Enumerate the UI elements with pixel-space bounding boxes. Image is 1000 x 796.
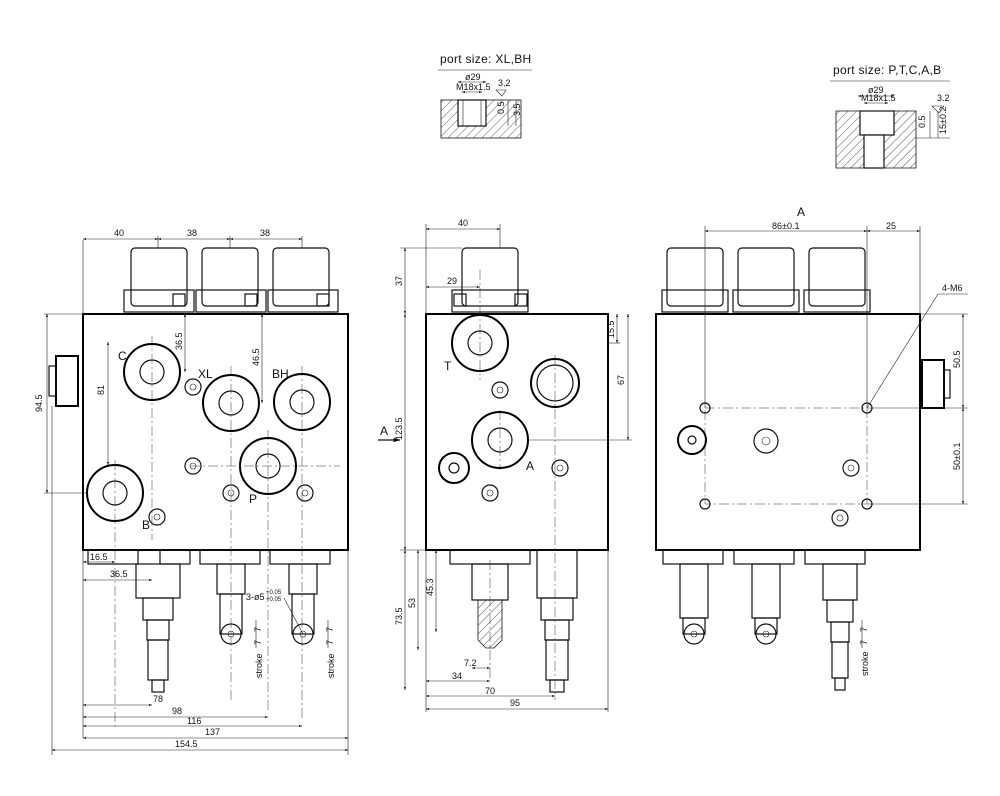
rear-dim-50: 50±0.1 — [952, 443, 962, 470]
side-dim-45-3: 45.3 — [425, 578, 435, 596]
front-dim-98: 98 — [172, 706, 182, 716]
detail-xl-bh-title: port size: XL,BH — [440, 52, 532, 66]
rear-thread: 4-M6 — [942, 283, 963, 293]
detail-ptcab: port size: P,T,C,A,B ø29 M18x1.5 3.2 0.5… — [830, 63, 950, 169]
rear-stroke: stroke — [860, 651, 870, 676]
side-dim-29: 29 — [447, 276, 457, 286]
side-dim-37: 37 — [394, 276, 404, 286]
front-dim-16-5: 16.5 — [90, 552, 108, 562]
label-t: T — [444, 359, 452, 373]
side-dim-73-5: 73.5 — [394, 607, 404, 625]
detail-ptcab-title: port size: P,T,C,A,B — [833, 63, 942, 77]
front-dim-154-5: 154.5 — [175, 739, 198, 749]
label-p: P — [249, 492, 257, 506]
xl-depth-b: 3.5 — [512, 103, 522, 116]
side-dim-15-5: 15.5 — [606, 320, 616, 338]
label-xl: XL — [198, 367, 213, 381]
detail-xl-bh: port size: XL,BH ø29 M18x1.5 3.2 0.5 3.5 — [438, 52, 532, 139]
rear-dim-50-5: 50.5 — [952, 350, 962, 368]
front-pin: 3-ø5 — [246, 592, 265, 602]
side-dim-95: 95 — [510, 698, 520, 708]
front-view: C XL BH P B 40 — [34, 228, 349, 755]
front-stroke-7b: 7 — [253, 640, 263, 645]
side-dim-123-5: 123.5 — [394, 417, 404, 440]
ptcab-roughness: 3.2 — [937, 93, 950, 103]
side-dim-34: 34 — [452, 671, 462, 681]
rear-stroke-7b: 7 — [859, 640, 869, 645]
ptcab-depth-b: 15±0.2 — [938, 107, 948, 134]
side-coil — [461, 247, 519, 307]
ptcab-thread: M18x1.5 — [861, 93, 896, 103]
front-dim-137: 137 — [205, 727, 220, 737]
front-dim-40: 40 — [114, 228, 124, 238]
side-dim-40: 40 — [458, 218, 468, 228]
rear-body — [655, 313, 921, 551]
rear-dim-86: 86±0.1 — [772, 221, 799, 231]
xl-diameter: ø29 — [465, 72, 481, 82]
front-stroke-7d: 7 — [325, 640, 335, 645]
front-dim-36-5: 36.5 — [174, 332, 184, 350]
front-dim-94-5: 94.5 — [34, 394, 44, 412]
label-bh: BH — [272, 367, 289, 381]
front-stroke-7a: 7 — [253, 627, 263, 632]
front-stroke-b: stroke — [326, 653, 336, 678]
side-dim-7-2: 7.2 — [464, 658, 477, 668]
ptcab-diameter: ø29 — [868, 85, 884, 95]
front-dim-38b: 38 — [260, 228, 270, 238]
xl-thread: M18x1.5 — [456, 82, 491, 92]
label-b: B — [142, 518, 150, 532]
rear-section-label: A — [797, 205, 805, 219]
side-dim-53: 53 — [407, 598, 417, 608]
front-pin-tol-lower: +0.05 — [266, 597, 282, 603]
section-marker: A — [380, 424, 388, 438]
front-stroke-a: stroke — [254, 653, 264, 678]
left-plug — [55, 355, 79, 407]
rear-stroke-7a: 7 — [859, 627, 869, 632]
side-dim-70: 70 — [485, 686, 495, 696]
front-dim-81: 81 — [96, 385, 106, 395]
front-dim-46-5: 46.5 — [251, 348, 261, 366]
front-dim-36-5-h: 36.5 — [110, 569, 128, 579]
rear-dim-25: 25 — [886, 221, 896, 231]
side-dim-67: 67 — [616, 375, 626, 385]
ptcab-depth-a: 0.5 — [917, 115, 927, 128]
front-dim-38a: 38 — [187, 228, 197, 238]
label-c: C — [118, 349, 127, 363]
solenoid-coils — [123, 247, 339, 313]
rear-view: A — [655, 205, 968, 691]
label-a: A — [526, 459, 534, 473]
xl-roughness: 3.2 — [498, 78, 511, 88]
front-dim-116: 116 — [187, 716, 201, 726]
front-stroke-7c: 7 — [325, 627, 335, 632]
front-dim-78: 78 — [153, 694, 163, 704]
xl-depth-a: 0.5 — [496, 101, 506, 114]
side-view: T A A 40 37 29 15.5 67 123.5 — [378, 218, 632, 712]
front-pin-tol-upper: +0.05 — [266, 590, 282, 596]
